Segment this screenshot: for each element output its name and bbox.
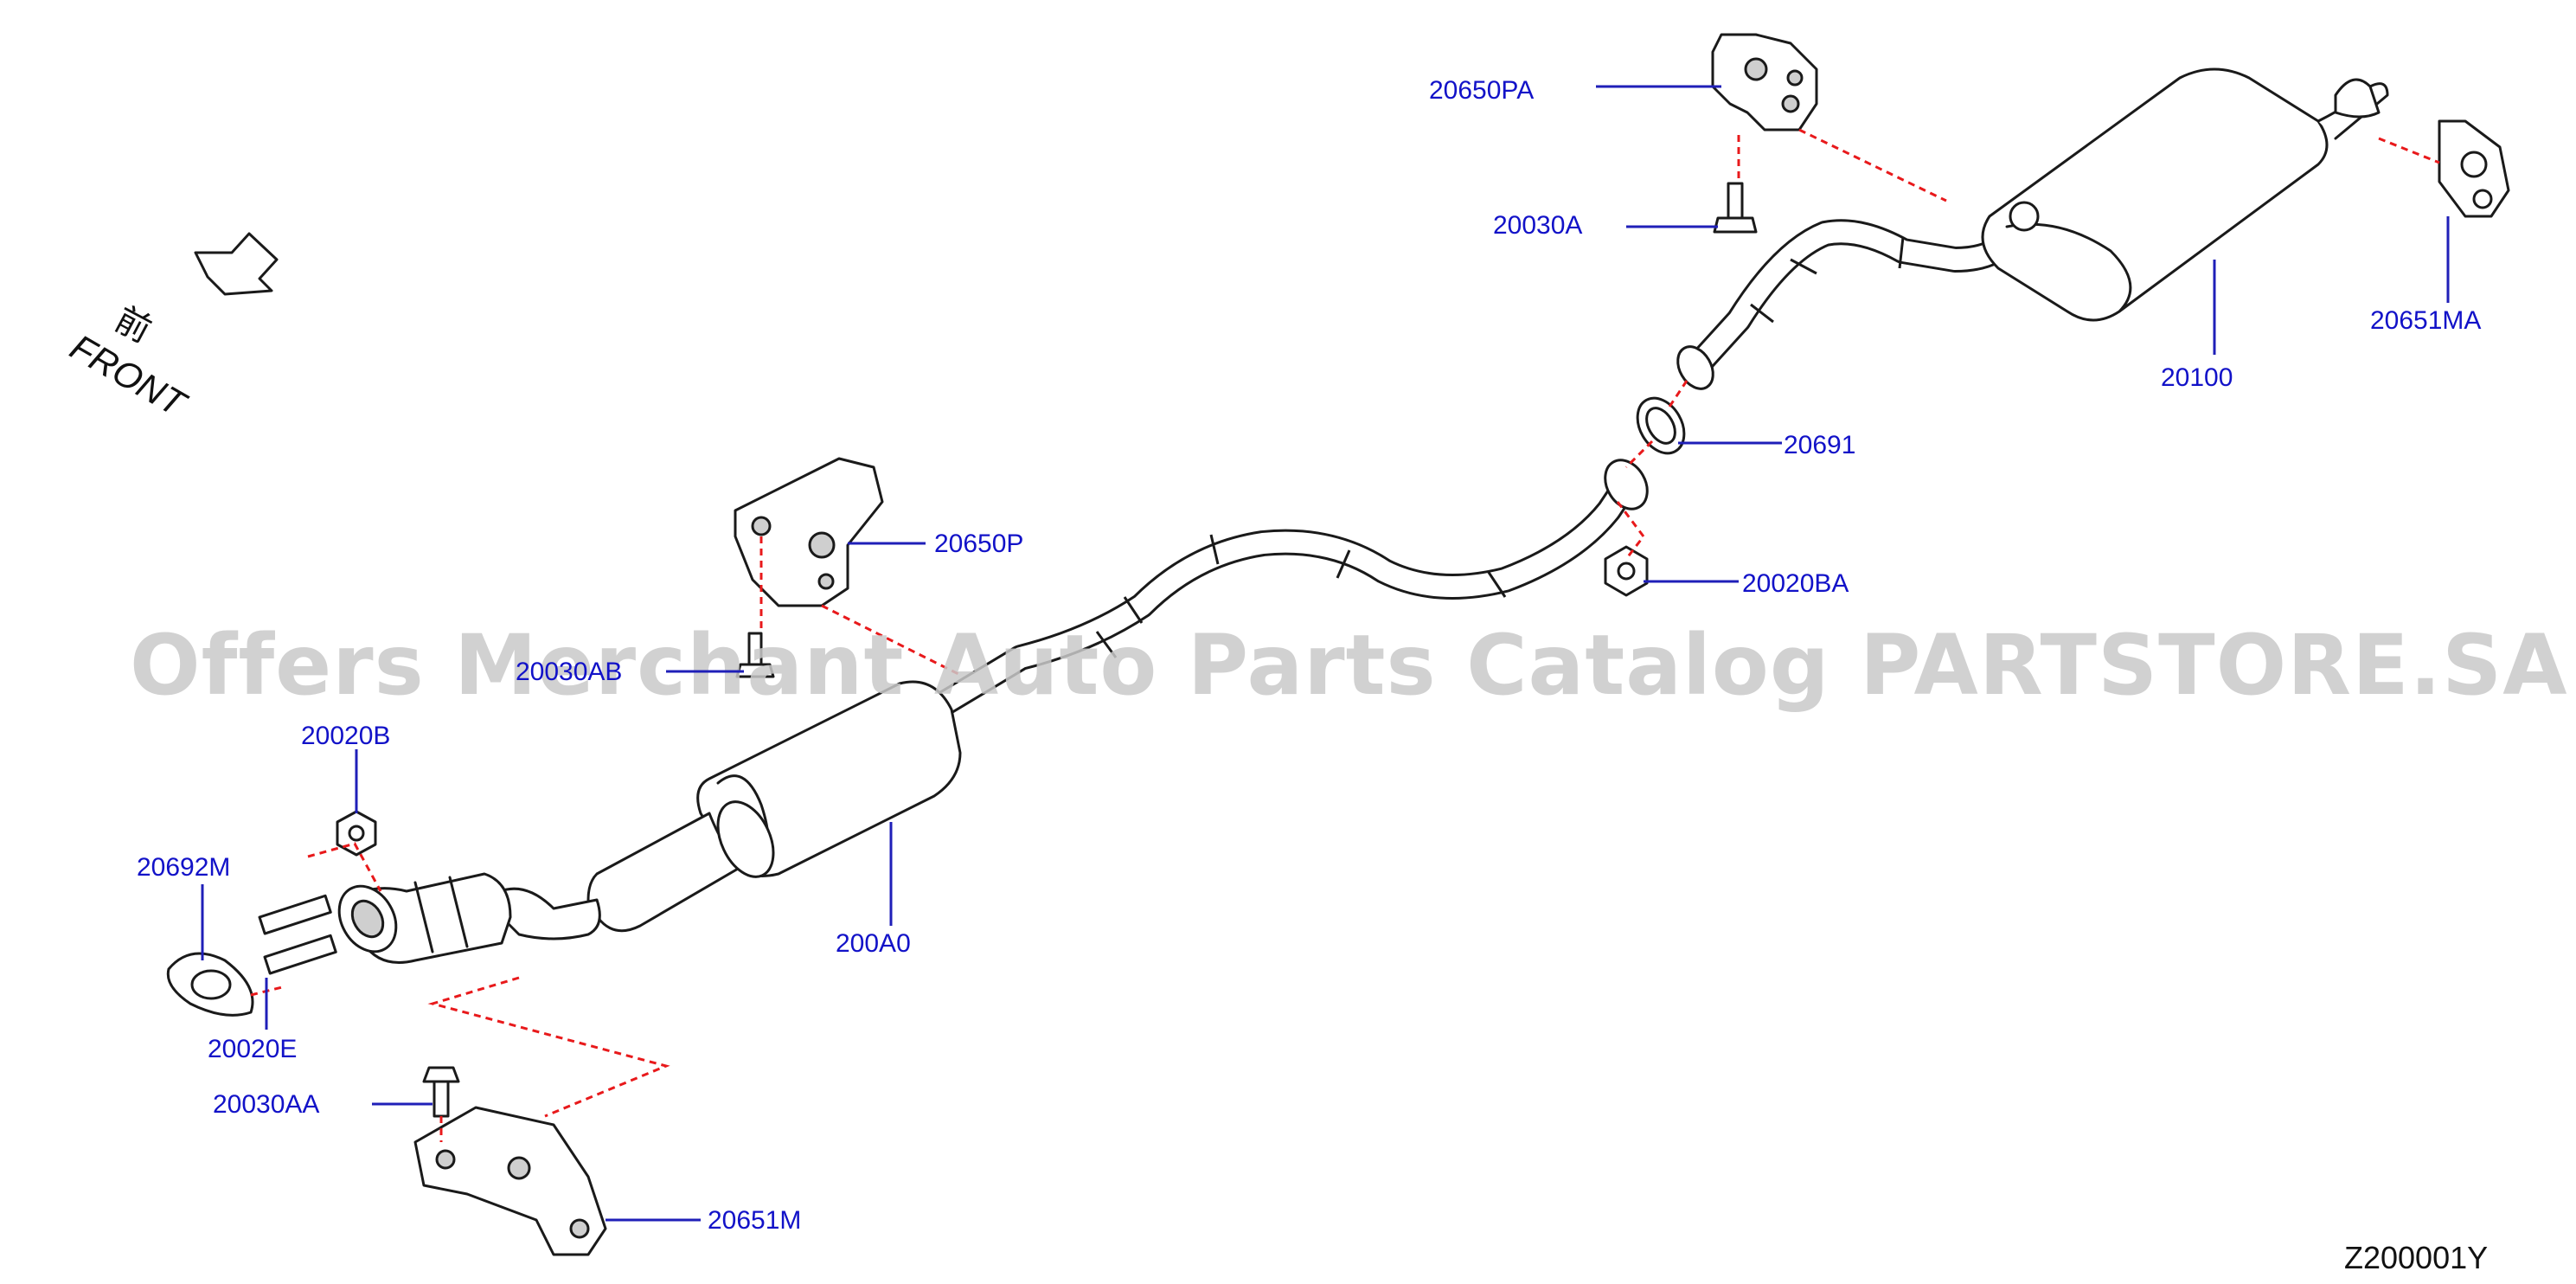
gasket-20692M [166, 952, 254, 1017]
bracket-20650PA [1711, 33, 1818, 132]
leader-lines [201, 85, 2450, 1222]
flange-lower [1604, 459, 1649, 510]
studs-20020E [258, 894, 337, 975]
part-label-20692M[interactable]: 20692M [137, 853, 230, 882]
center-muffler [483, 680, 962, 941]
nut-20020BA [1604, 545, 1649, 597]
front-arrow-icon [194, 232, 279, 296]
part-labels: 20650PA 20030A 20100 20651MA 20691 20020… [137, 76, 2481, 1235]
gasket-20691 [1636, 396, 1686, 455]
part-label-20030AA[interactable]: 20030AA [213, 1090, 319, 1119]
diagram-code: Z200001Y [2344, 1240, 2488, 1275]
bolt-20030A [1713, 182, 1758, 234]
front-converter [337, 872, 512, 964]
alignment-lines [250, 128, 2440, 1142]
bracket-20650P [734, 457, 884, 607]
part-label-20030AB[interactable]: 20030AB [516, 658, 622, 686]
hanger-20651M [413, 1106, 607, 1256]
hanger-20651MA [2438, 119, 2510, 218]
part-label-20650P[interactable]: 20650P [934, 530, 1023, 558]
part-label-20020B[interactable]: 20020B [301, 722, 390, 750]
front-kanji: 前 [108, 299, 157, 350]
watermark: Offers Merchant Auto Parts Catalog PARTS… [130, 617, 2568, 714]
bolt-20030AA [422, 1066, 460, 1118]
part-label-20020E[interactable]: 20020E [208, 1035, 297, 1063]
bolt-20030AB [735, 632, 775, 678]
part-label-20650PA[interactable]: 20650PA [1429, 76, 1534, 105]
part-label-20651M[interactable]: 20651M [708, 1206, 801, 1235]
rear-muffler [1981, 67, 2389, 322]
part-label-20100[interactable]: 20100 [2161, 363, 2233, 392]
part-label-20691[interactable]: 20691 [1784, 431, 1855, 459]
part-label-20020BA[interactable]: 20020BA [1742, 569, 1849, 598]
part-label-20651MA[interactable]: 20651MA [2370, 306, 2481, 335]
flange-upper [1676, 345, 1714, 390]
part-label-200A0[interactable]: 200A0 [836, 929, 911, 958]
part-label-20030A[interactable]: 20030A [1493, 211, 1582, 240]
exhaust-pipe [921, 219, 2020, 722]
